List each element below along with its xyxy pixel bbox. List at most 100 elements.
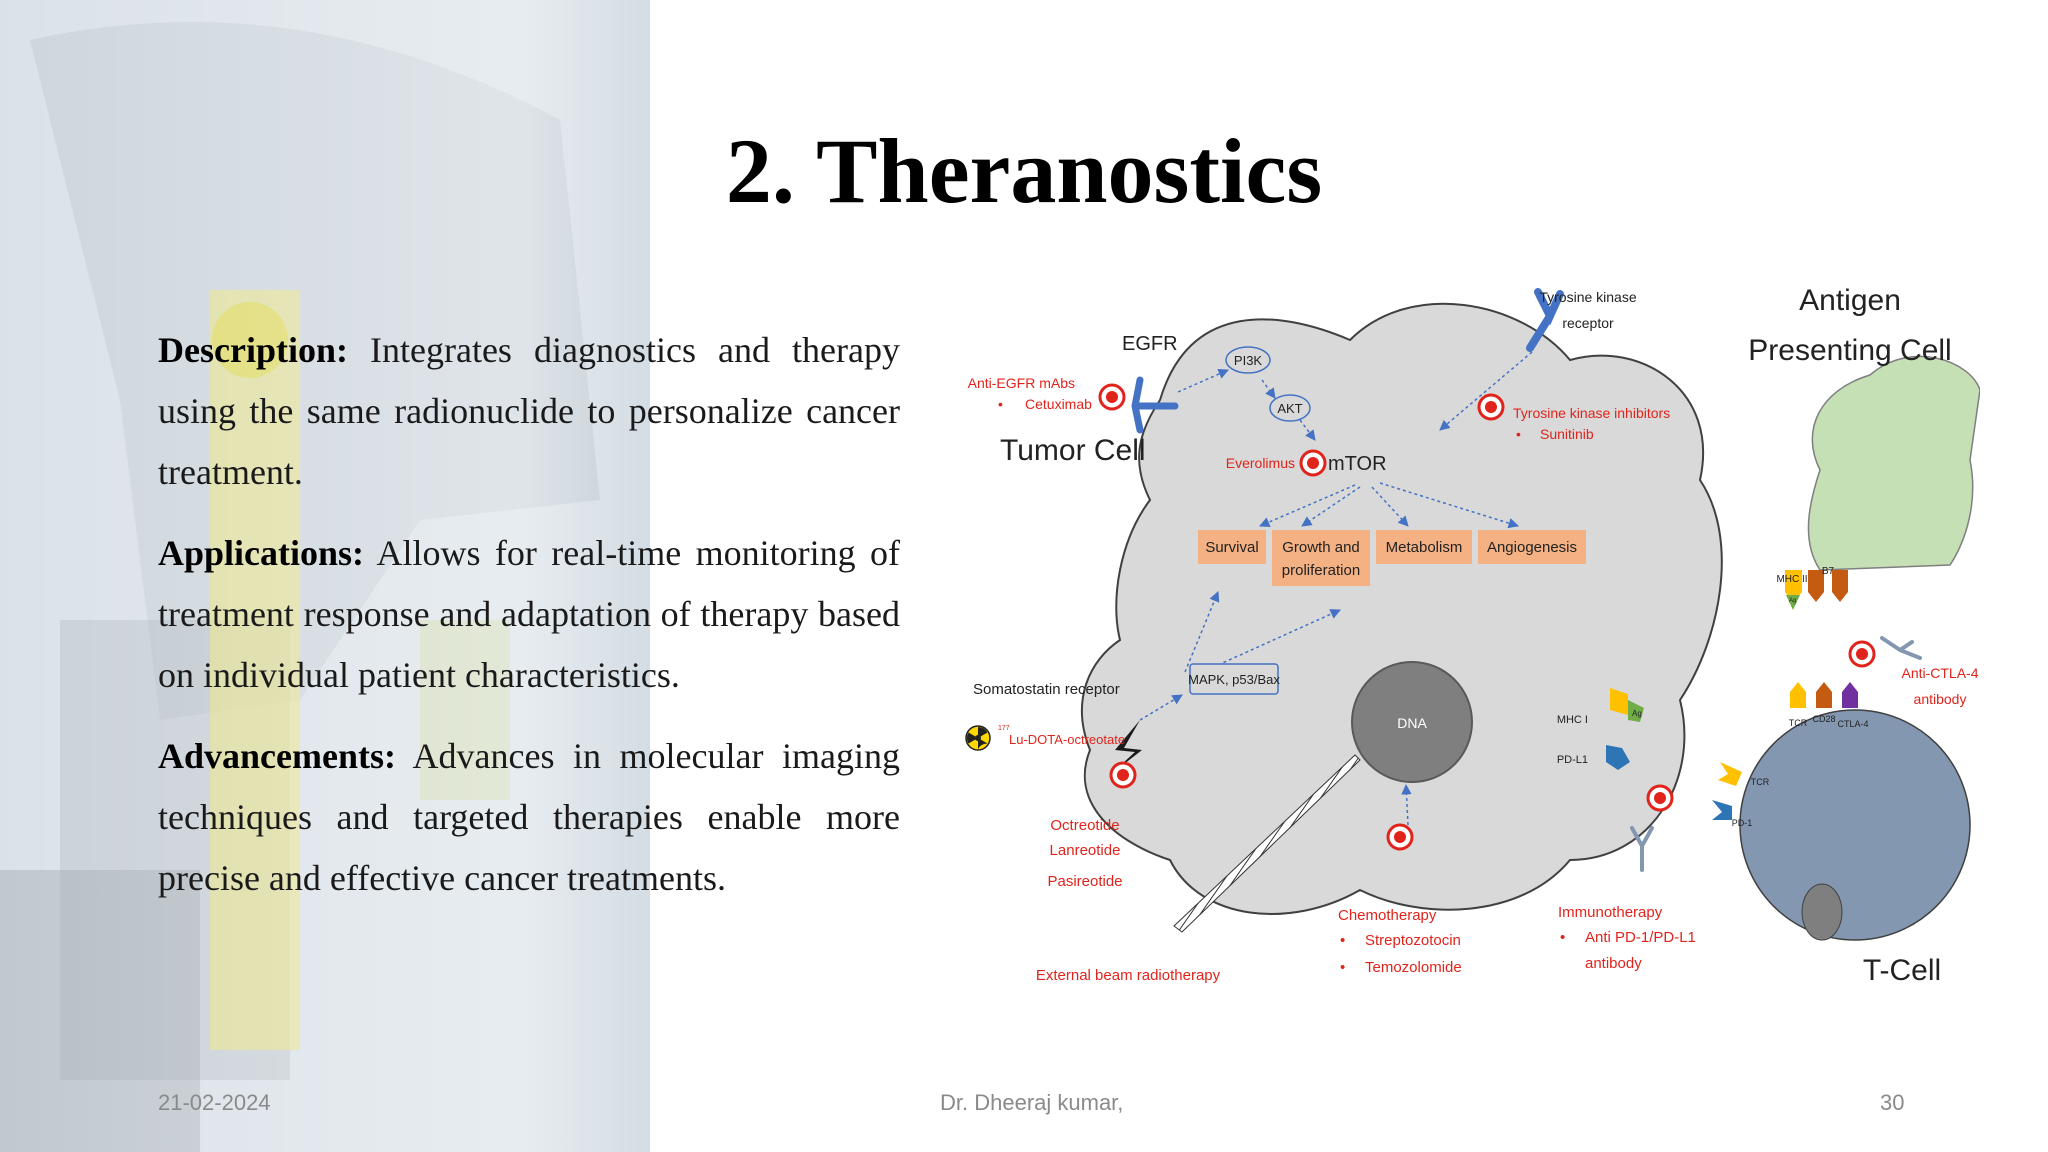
metabolism-label: Metabolism [1386, 539, 1463, 556]
advancements-heading: Advancements: [158, 736, 396, 776]
mhc2-label: MHC II [1776, 574, 1807, 585]
angiogenesis-label: Angiogenesis [1487, 539, 1577, 556]
sunitinib-label: Sunitinib [1540, 426, 1594, 442]
b7-receptor-right-icon [1832, 570, 1848, 602]
tcr-side-label: TCR [1751, 777, 1770, 787]
mhc1-label: MHC I [1557, 714, 1588, 726]
tk-receptor-label-2: receptor [1562, 315, 1614, 331]
applications-body: Allows for real-time monitoring of treat… [158, 533, 900, 695]
arrow-dna-chemo [1401, 783, 1412, 826]
arrow-mtor-survival [1259, 484, 1356, 528]
egfr-label: EGFR [1122, 333, 1178, 355]
somatostatin-label: Somatostatin receptor [973, 681, 1120, 698]
lanreotide-label: Lanreotide [1050, 842, 1121, 859]
dna-nucleus [1351, 661, 1473, 783]
tcr-top-receptor-icon [1790, 682, 1806, 708]
ctla4-receptor-icon [1842, 682, 1858, 708]
pd1-receptor-icon [1712, 800, 1732, 820]
apc-label-2: Presenting Cell [1748, 334, 1951, 367]
tumor-cell-body [1081, 302, 1723, 915]
lu-sup-label: 177 [998, 725, 1010, 732]
arrow-mapk-survival [1184, 591, 1220, 673]
tk-inhibitors-label: Tyrosine kinase inhibitors [1513, 405, 1670, 421]
lu-dota-label: Lu-DOTA-octreotate [1009, 732, 1125, 747]
cetuximab-label: Cetuximab [1025, 396, 1092, 412]
external-beam-ray [1173, 754, 1361, 933]
b7-label: B7 [1822, 566, 1835, 577]
everolimus-target-icon [1299, 449, 1327, 477]
arrow-akt-mtor [1299, 419, 1316, 441]
survival-label: Survival [1205, 539, 1258, 556]
ctla4-label: CTLA-4 [1837, 719, 1868, 729]
temozolomide-label: Temozolomide [1365, 959, 1462, 976]
pd1-label: PD-1 [1732, 818, 1753, 828]
arrow-mtor-metabolism [1371, 486, 1409, 527]
tk-receptor-icon [1526, 288, 1564, 352]
arrow-pi3k-akt [1261, 379, 1276, 399]
apc-label-1: Antigen [1799, 284, 1901, 317]
ag-label: Ag [1632, 709, 1642, 718]
growth-label-2: proliferation [1282, 562, 1360, 579]
external-beam-label: External beam radiotherapy [1036, 967, 1221, 984]
tcell-nucleus [1801, 883, 1843, 941]
footer-author: Dr. Dheeraj kumar, [940, 1090, 1124, 1115]
dna-label: DNA [1397, 715, 1427, 731]
anti-egfr-label: Anti-EGFR mAbs [968, 375, 1075, 391]
tcell-label: T-Cell [1863, 954, 1941, 987]
description-heading: Description: [158, 330, 348, 370]
mhc2-receptor-icon [1785, 570, 1802, 602]
tcr-top-label: TCR [1789, 718, 1808, 728]
sunitinib-bullet: • [1516, 426, 1521, 442]
anti-ctla4-label-1: Anti-CTLA-4 [1901, 665, 1978, 681]
streptozotocin-label: Streptozotocin [1365, 932, 1461, 949]
chemotherapy-label: Chemotherapy [1338, 907, 1437, 924]
tumor-cell-label: Tumor Cell [1000, 434, 1146, 467]
pdl1-target-icon [1646, 784, 1674, 812]
octreotide-label: Octreotide [1050, 817, 1119, 834]
advancements-body: Advances in molecular imaging techniques… [158, 736, 900, 898]
background-photo [0, 0, 650, 1152]
pdl1-receptor-icon [1606, 745, 1630, 770]
anti-ctla4-label-2: antibody [1914, 691, 1967, 707]
pi3k-label: PI3K [1234, 353, 1263, 368]
pdl1-label: PD-L1 [1557, 754, 1588, 766]
slide-title: 2. Theranostics [725, 120, 1323, 222]
somatostatin-target-icon [1109, 761, 1137, 789]
temozolomide-bullet: • [1340, 959, 1345, 976]
immunotherapy-label: Immunotherapy [1558, 904, 1663, 921]
growth-label-1: Growth and [1282, 539, 1360, 556]
arrow-somatostatin-mapk [1139, 694, 1183, 721]
description-body: Integrates diagnostics and therapy using… [158, 330, 900, 492]
tk-receptor-label-1: Tyrosine kinase [1539, 289, 1636, 305]
text-column: Description: Integrates diagnostics and … [158, 320, 900, 929]
advancements-paragraph: Advancements: Advances in molecular imag… [158, 726, 900, 909]
cd28-receptor-icon [1816, 682, 1832, 708]
egfr-target-icon [1098, 383, 1126, 411]
growth-box [1272, 530, 1370, 586]
radiation-icon [965, 725, 991, 751]
anti-pd1-label-1: Anti PD-1/PD-L1 [1585, 929, 1696, 946]
ag-marker-icon [1628, 700, 1644, 722]
akt-label: AKT [1277, 401, 1302, 416]
pi3k-node [1225, 346, 1271, 374]
anti-pd1-bullet: • [1560, 929, 1565, 946]
tcr-side-receptor-icon [1718, 762, 1742, 786]
apc-ag-icon [1786, 595, 1800, 610]
tcell-body [1739, 709, 1971, 941]
cd28-label: CD28 [1812, 714, 1835, 724]
metabolism-box [1376, 530, 1472, 564]
pasireotide-label: Pasireotide [1047, 873, 1122, 890]
footer-date: 21-02-2024 [158, 1090, 271, 1115]
background-fade [0, 0, 650, 1152]
arrow-mapk-growth [1217, 609, 1341, 666]
applications-paragraph: Applications: Allows for real-time monit… [158, 523, 900, 706]
ctla4-antibody-icon [1880, 636, 1922, 660]
tk-target-icon [1477, 393, 1505, 421]
chemo-target-icon [1386, 823, 1414, 851]
arrow-mtor-angiogenesis [1379, 482, 1520, 529]
mtor-label: mTOR [1328, 453, 1387, 475]
egfr-receptor-icon [1131, 376, 1179, 434]
theranostics-diagram: DNA PI3K AKT mTOR Survival Growth and pr… [965, 284, 1980, 987]
pd1-antibody-icon [1630, 826, 1654, 872]
b7-receptor-left-icon [1808, 570, 1824, 602]
